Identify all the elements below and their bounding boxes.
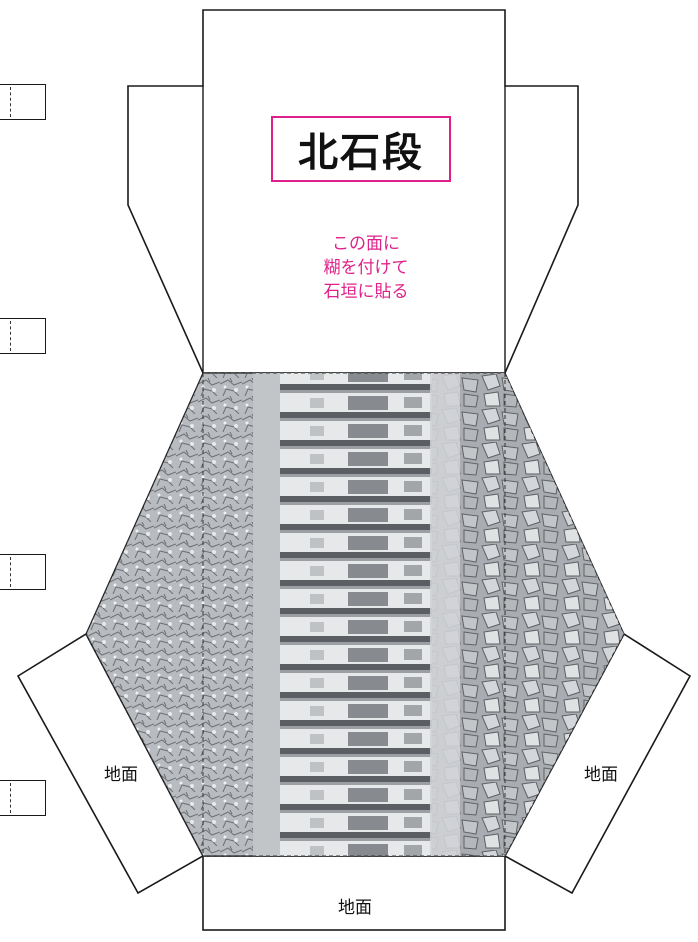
top-flap-outline xyxy=(127,9,579,374)
edge-tab-3 xyxy=(0,554,46,590)
edge-tab-1 xyxy=(0,84,46,120)
instruction-line-3: 石垣に貼る xyxy=(323,282,409,302)
glue-instruction: この面に 糊を付けて 石垣に貼る xyxy=(296,232,436,304)
right-side-strip xyxy=(430,373,460,856)
title-frame: 北石段 xyxy=(271,116,451,182)
ground-label-left: 地面 xyxy=(104,765,138,785)
ground-label-bottom: 地面 xyxy=(338,898,372,918)
page-title: 北石段 xyxy=(298,130,424,176)
instruction-line-1: この面に xyxy=(332,234,400,254)
edge-tab-4 xyxy=(0,780,46,816)
ground-label-right: 地面 xyxy=(584,765,618,785)
left-side-strip xyxy=(253,373,283,856)
edge-tab-2 xyxy=(0,318,46,354)
stone-stairs xyxy=(280,373,432,856)
cut-stone-wall xyxy=(430,373,624,856)
instruction-line-2: 糊を付けて xyxy=(323,258,409,278)
